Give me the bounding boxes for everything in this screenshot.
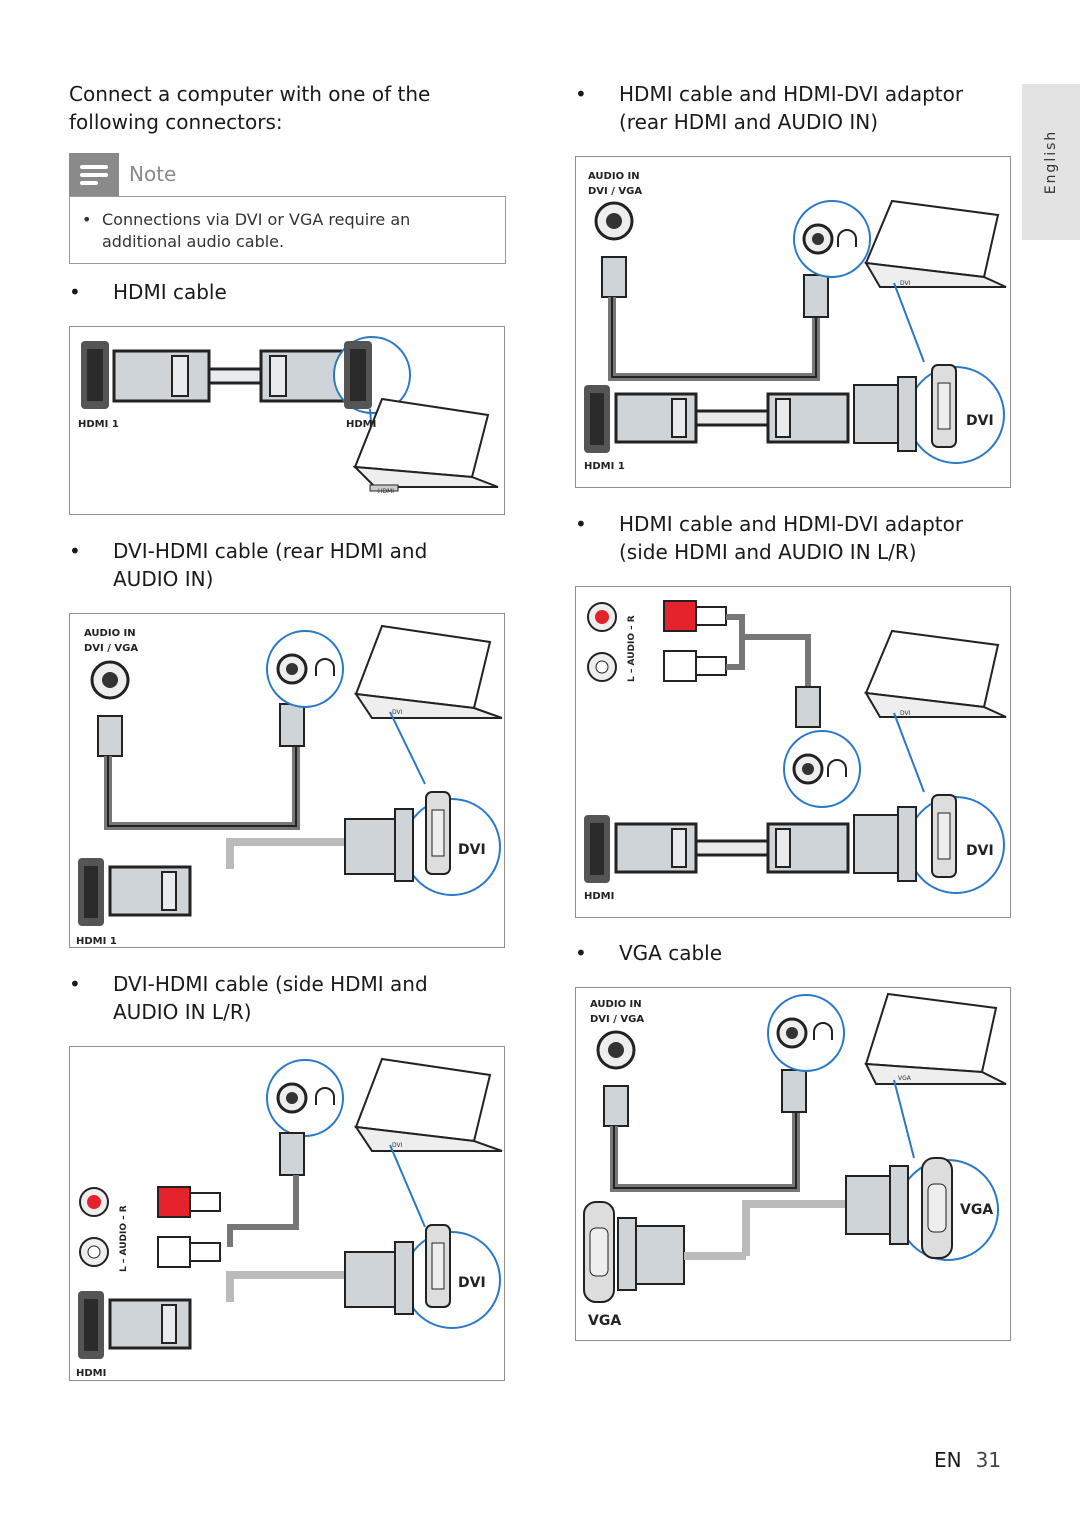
dvi-plug-icon xyxy=(344,1241,414,1315)
hdmi-port-icon xyxy=(584,385,610,453)
rca-jack-white-icon xyxy=(79,1237,109,1267)
port-label: HDMI 1 xyxy=(78,419,119,430)
language-side-tab: English xyxy=(1022,84,1080,240)
footer-lang: EN xyxy=(934,1448,962,1472)
hdmi-port-icon xyxy=(344,341,372,409)
section-hdmi-dvi-rear: •HDMI cable and HDMI-DVI adaptor (rear H… xyxy=(575,80,1015,136)
port-label: HDMI xyxy=(584,891,614,902)
diagram-hdmi-dvi-side: L – AUDIO – R DVI DVI HDMI xyxy=(575,586,1011,918)
section-title: DVI-HDMI cable (side HDMI and AUDIO IN L… xyxy=(113,972,428,1024)
panel-label: AUDIO IN xyxy=(588,171,640,182)
dvi-port-icon xyxy=(425,1224,451,1308)
laptop-icon xyxy=(352,397,499,492)
note-bullet: • xyxy=(82,210,92,229)
headphones-icon xyxy=(837,229,857,247)
note-text: Connections via DVI or VGA require an ad… xyxy=(102,210,411,251)
laptop-icon xyxy=(353,1057,503,1152)
diagram-dvi-hdmi-rear: AUDIO IN DVI / VGA DVI DVI HDMI 1 xyxy=(69,613,505,948)
port-label: DVI xyxy=(458,842,486,858)
audio-jack-icon xyxy=(594,201,634,241)
rca-jack-red-icon xyxy=(587,602,617,632)
headphones-icon xyxy=(827,759,847,777)
laptop-port-label: DVI xyxy=(900,280,911,287)
port-label: HDMI 1 xyxy=(76,936,117,947)
panel-label: DVI / VGA xyxy=(590,1014,644,1025)
intro-text: Connect a computer with one of the follo… xyxy=(69,82,431,134)
language-label: English xyxy=(1043,129,1059,195)
hdmi-port-icon xyxy=(78,1291,104,1359)
vga-plug-icon xyxy=(617,1217,685,1291)
laptop-port-label: DVI xyxy=(392,1142,403,1149)
audio-jack-icon xyxy=(276,653,308,685)
hdmi-port-icon xyxy=(584,815,610,883)
headphones-icon xyxy=(315,658,335,676)
dvi-adaptor-icon xyxy=(853,376,917,452)
section-title: HDMI cable and HDMI-DVI adaptor (side HD… xyxy=(619,512,964,564)
laptop-icon xyxy=(864,629,1007,718)
section-hdmi-dvi-side: •HDMI cable and HDMI-DVI adaptor (side H… xyxy=(575,510,1015,566)
panel-label: DVI / VGA xyxy=(84,643,138,654)
port-label: DVI xyxy=(966,413,994,429)
port-label: HDMI xyxy=(346,419,376,430)
laptop-port-label: VGA xyxy=(898,1075,912,1082)
hdmi-port-icon xyxy=(81,341,109,409)
diagram-hdmi-dvi-rear: AUDIO IN DVI / VGA DVI DVI HDMI 1 xyxy=(575,156,1011,488)
laptop-icon xyxy=(864,992,1007,1085)
note-box: • Connections via DVI or VGA require an … xyxy=(69,196,506,264)
section-vga-cable: •VGA cable xyxy=(575,939,1015,967)
laptop-icon xyxy=(864,199,1007,288)
section-title: DVI-HDMI cable (rear HDMI and AUDIO IN) xyxy=(113,539,428,591)
diagram-dvi-hdmi-side: DVI L – AUDIO – R DVI HDMI xyxy=(69,1046,505,1381)
vga-plug-icon xyxy=(845,1165,909,1245)
page-number: 31 xyxy=(975,1448,1002,1472)
audio-jack-icon xyxy=(90,660,130,700)
audio-jack-icon xyxy=(802,223,834,255)
page-footer: EN 31 xyxy=(934,1448,1001,1472)
hdmi-port-icon xyxy=(78,858,104,926)
section-title: VGA cable xyxy=(619,941,723,965)
dvi-port-icon xyxy=(931,364,957,448)
panel-label: AUDIO IN xyxy=(590,999,642,1010)
laptop-port-label: HDMI xyxy=(378,488,394,495)
audio-jack-icon xyxy=(596,1030,636,1070)
port-label: DVI xyxy=(458,1275,486,1291)
section-dvi-hdmi-side: •DVI-HDMI cable (side HDMI and AUDIO IN … xyxy=(69,970,499,1026)
laptop-port-label: DVI xyxy=(392,709,403,716)
audio-jack-icon xyxy=(792,753,824,785)
audio-jack-icon xyxy=(276,1082,308,1114)
headphones-icon xyxy=(315,1087,335,1105)
diagram-hdmi-cable: HDMI 1 HDMI HDMI xyxy=(69,326,505,515)
laptop-icon xyxy=(353,624,503,719)
panel-label: AUDIO IN xyxy=(84,628,136,639)
port-label: HDMI xyxy=(76,1368,106,1379)
section-dvi-hdmi-rear: •DVI-HDMI cable (rear HDMI and AUDIO IN) xyxy=(69,537,499,593)
dvi-plug-icon xyxy=(344,808,414,882)
section-hdmi-cable: •HDMI cable xyxy=(69,278,499,306)
section-title: HDMI cable xyxy=(113,280,227,304)
port-label: DVI xyxy=(966,843,994,859)
port-label: VGA xyxy=(960,1202,993,1218)
port-label: HDMI 1 xyxy=(584,461,625,472)
rca-jack-red-icon xyxy=(79,1187,109,1217)
note-icon xyxy=(69,153,119,196)
vga-port-icon xyxy=(921,1157,953,1259)
dvi-port-icon xyxy=(425,791,451,875)
section-title: HDMI cable and HDMI-DVI adaptor (rear HD… xyxy=(619,82,964,134)
diagram-vga-cable: AUDIO IN DVI / VGA VGA VGA VGA xyxy=(575,987,1011,1341)
rca-jack-white-icon xyxy=(587,652,617,682)
port-label: VGA xyxy=(588,1313,621,1329)
note-header: Note xyxy=(69,153,506,196)
panel-label: L – AUDIO – R xyxy=(627,615,637,682)
dvi-adaptor-icon xyxy=(853,806,917,882)
headphones-icon xyxy=(813,1022,833,1040)
vga-port-icon xyxy=(583,1201,615,1303)
panel-label: DVI / VGA xyxy=(588,186,642,197)
audio-jack-icon xyxy=(776,1017,808,1049)
panel-label: L – AUDIO – R xyxy=(119,1205,129,1272)
dvi-port-icon xyxy=(931,794,957,878)
laptop-port-label: DVI xyxy=(900,710,911,717)
note-title: Note xyxy=(129,162,177,186)
